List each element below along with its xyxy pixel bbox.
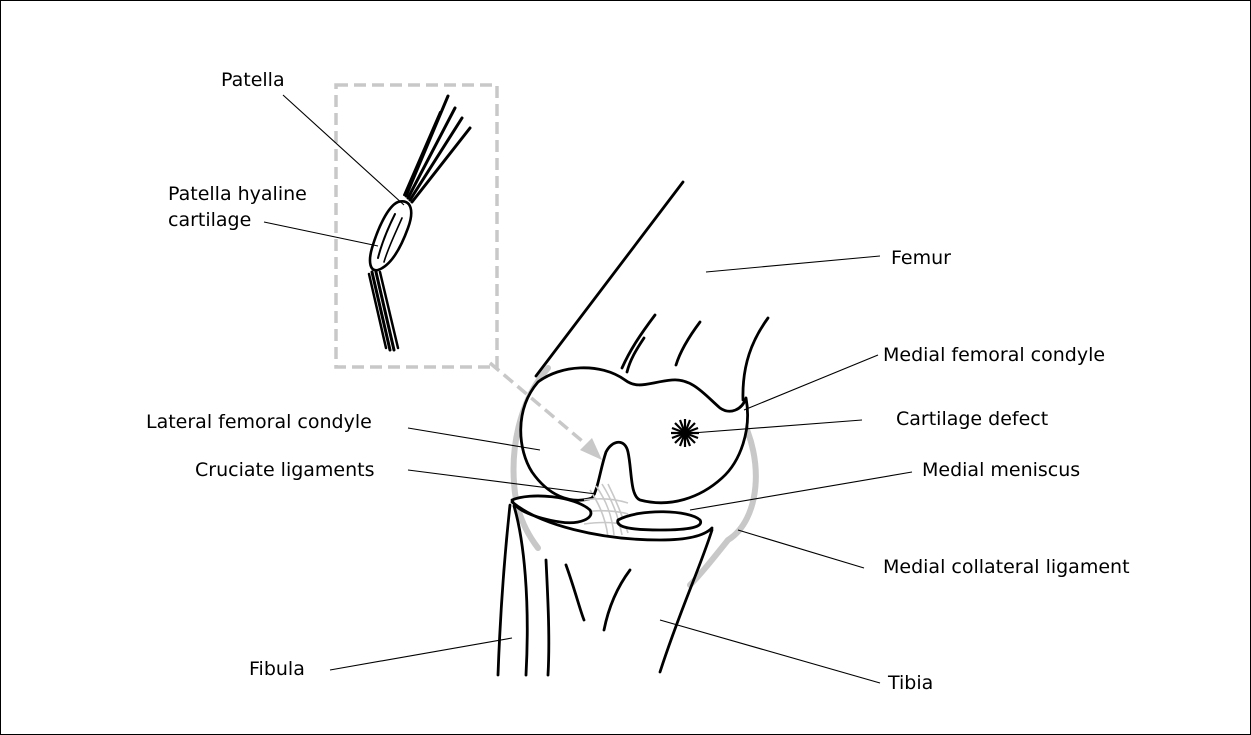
fibula-outline (498, 505, 510, 675)
label-medial-collateral-ligament: Medial collateral ligament (883, 556, 1130, 578)
tibia-inner-stroke (604, 570, 630, 630)
femur-leader (706, 256, 880, 272)
label-cartilage-defect: Cartilage defect (896, 408, 1048, 430)
femoral-condyles-shape (521, 368, 748, 503)
patella-inset-box (336, 85, 497, 367)
patella-hyaline-leader (264, 222, 378, 246)
tibia-inner-stroke (566, 565, 584, 620)
label-femur: Femur (891, 247, 951, 269)
medial-meniscus-shape (618, 512, 701, 530)
label-medial-femoral-condyle: Medial femoral condyle (883, 344, 1105, 366)
tibia-inner-stroke (546, 560, 549, 675)
femur-shaft-outline (536, 182, 683, 376)
label-cruciate-ligaments: Cruciate ligaments (195, 459, 375, 481)
tibia-medial-outline (660, 530, 712, 672)
femur-shading-stroke (622, 315, 655, 368)
label-lateral-femoral-condyle: Lateral femoral condyle (146, 411, 372, 433)
femur-shading-stroke (676, 322, 700, 365)
medial-collateral-ligament-leader (738, 530, 864, 568)
patella-sketch (369, 96, 470, 350)
medial-femoral-condyle-leader (744, 355, 878, 410)
tibia-leader (660, 620, 880, 683)
label-patella-hyaline-line1: Patella hyaline (168, 183, 307, 205)
label-patella-hyaline-line2: cartilage (168, 209, 251, 231)
femur-shaft-medial-outline (743, 318, 768, 400)
fibula-leader (330, 638, 512, 670)
label-tibia: Tibia (887, 672, 933, 694)
label-fibula: Fibula (249, 658, 305, 680)
label-patella: Patella (221, 69, 285, 91)
label-medial-meniscus: Medial meniscus (922, 459, 1080, 481)
